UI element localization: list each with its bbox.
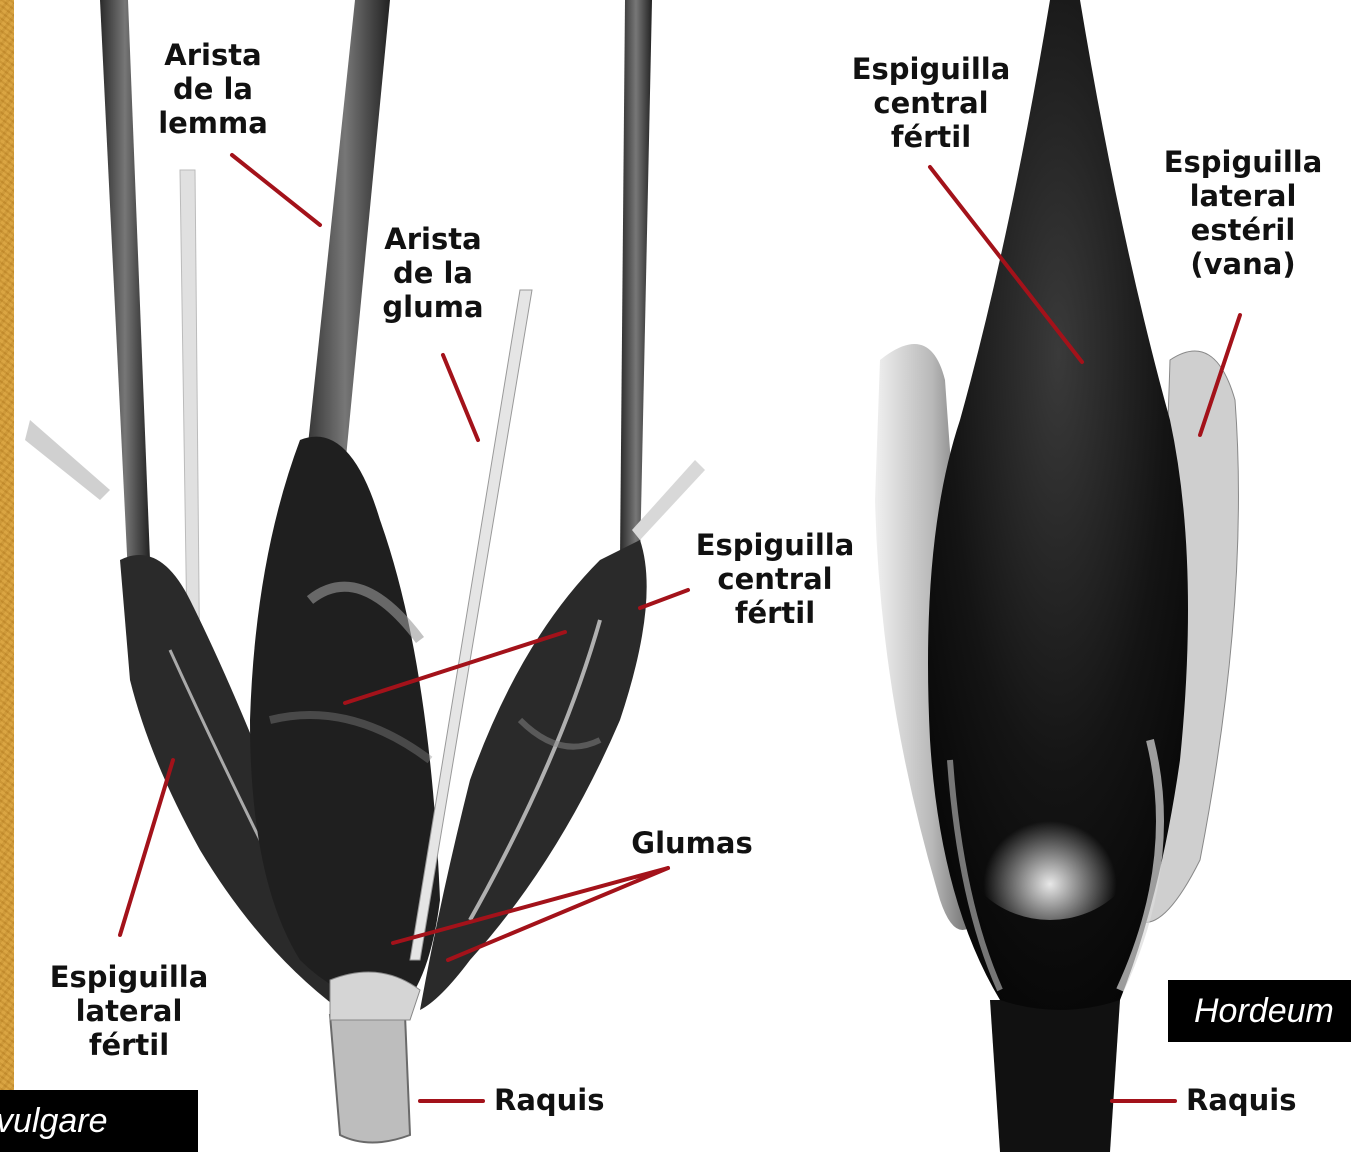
right-lateral-spikelet — [420, 540, 647, 1010]
label-raquis-right: Raquis — [1186, 1083, 1297, 1117]
label-raquis-left: Raquis — [494, 1083, 605, 1117]
label-arista-lemma: Arista de la lemma — [148, 38, 278, 140]
right-awn-outer — [620, 0, 652, 560]
label-espiguilla-lateral-fertil: Espiguilla lateral fértil — [34, 960, 224, 1062]
label-arista-gluma: Arista de la gluma — [368, 222, 498, 324]
species-caption-right: Hordeum — [1168, 980, 1351, 1042]
label-espiguilla-central-left: Espiguilla central fértil — [680, 528, 870, 630]
label-espiguilla-central-right: Espiguilla central fértil — [836, 52, 1026, 154]
label-espiguilla-lateral-esteril: Espiguilla lateral estéril (vana) — [1148, 145, 1338, 281]
label-glumas: Glumas — [612, 826, 772, 860]
species-caption-left: vulgare — [0, 1090, 198, 1152]
right-rachis — [990, 1000, 1120, 1152]
leader-lateral-fertil — [120, 760, 173, 935]
left-rachis — [330, 1015, 410, 1143]
leader-arista-lemma — [232, 155, 320, 225]
leader-arista-gluma — [443, 355, 478, 440]
